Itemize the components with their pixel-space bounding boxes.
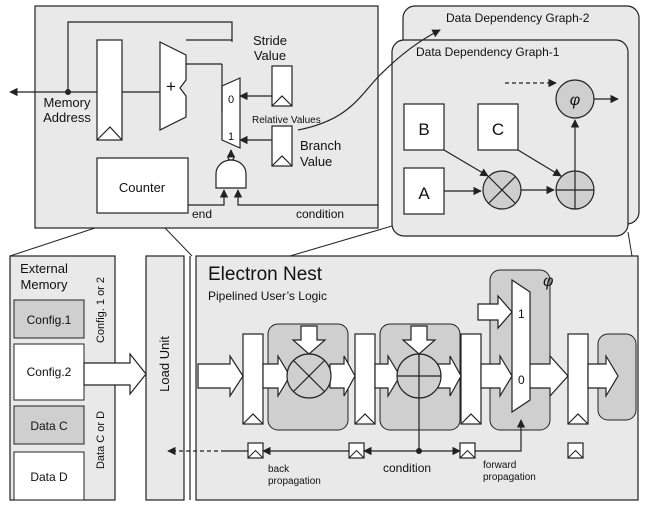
- memory-address-register: [96, 39, 123, 141]
- config1-label: Config.1: [27, 313, 72, 327]
- ddg-phi-node: φ: [555, 79, 595, 119]
- flow-arrow: [197, 353, 244, 399]
- flow-arrow: [477, 294, 513, 330]
- flow-arrow-down: [401, 325, 437, 355]
- flow-arrow: [527, 354, 569, 398]
- config2-label: Config.2: [27, 365, 72, 379]
- nest-multiply-op: [286, 353, 332, 399]
- config-select-label: Config. 1 or 2: [95, 277, 107, 343]
- nest-condition-label: condition: [383, 461, 431, 475]
- pipeline-register: [242, 333, 264, 425]
- data-c-label: Data C: [30, 419, 68, 433]
- nest-add-op: [396, 353, 442, 399]
- ddg-node-b: [403, 103, 445, 151]
- electron-nest-subtitle: Pipelined User’s Logic: [208, 289, 327, 303]
- load-unit-label: Load Unit: [157, 336, 172, 392]
- flow-arrow: [374, 353, 401, 399]
- data-c-block: [13, 405, 85, 445]
- flow-arrow: [435, 355, 462, 397]
- stride-value-register: [271, 65, 293, 107]
- mux-input-1: 1: [228, 131, 234, 143]
- nest-phi-label: φ: [543, 273, 553, 290]
- and-gate: [215, 159, 247, 189]
- config2-block: [13, 343, 85, 401]
- ddg-phi-label: φ: [570, 92, 580, 109]
- ddg-1-title: Data Dependency Graph-1: [416, 45, 560, 59]
- ddg-add-node: [555, 170, 595, 210]
- end-label: end: [192, 207, 212, 221]
- relative-values-label: Relative Values: [252, 115, 321, 126]
- adder-plus-label: +: [166, 77, 176, 96]
- flow-arrow-down: [291, 325, 327, 355]
- ddg-node-c: [477, 103, 519, 151]
- flow-arrow: [587, 353, 619, 399]
- pipeline-register: [460, 333, 482, 425]
- memory-to-load-arrow: [83, 352, 147, 396]
- dependency-graph-panels: Data Dependency Graph-2 Data Dependency …: [297, 5, 640, 237]
- electron-nest-title: Electron Nest: [208, 264, 323, 285]
- data-select-label: Data C or D: [95, 411, 107, 469]
- electron-nest: Electron Nest Pipelined User’s Logic φ: [167, 255, 639, 501]
- nest-mux-input-0: 0: [518, 373, 525, 387]
- nest-mux-input-1: 1: [518, 307, 525, 321]
- config1-block: [13, 299, 85, 339]
- mux-input-0: 0: [228, 94, 234, 106]
- flow-arrow: [262, 353, 291, 399]
- flow-arrow: [329, 355, 356, 397]
- load-unit: Load Unit: [145, 255, 191, 501]
- nest-phi-mux: [511, 278, 531, 414]
- data-d-label: Data D: [30, 470, 68, 484]
- ddg-2-title: Data Dependency Graph-2: [446, 11, 590, 25]
- counter-label: Counter: [119, 180, 166, 195]
- branch-value-register: [271, 125, 293, 167]
- value-mux: [221, 77, 241, 149]
- flow-arrow: [480, 353, 513, 399]
- pipeline-register: [354, 333, 376, 425]
- ddg-node-a: [403, 167, 445, 215]
- ddg-node-a-label: A: [418, 184, 430, 203]
- ddg-node-c-label: C: [492, 120, 504, 139]
- data-d-block: [13, 451, 85, 501]
- pipeline-register: [567, 333, 589, 425]
- condition-label-agu: condition: [296, 207, 344, 221]
- counter-box: [96, 157, 189, 214]
- ddg-node-b-label: B: [418, 120, 429, 139]
- ddg-multiply-node: [482, 170, 522, 210]
- adder: [159, 41, 187, 131]
